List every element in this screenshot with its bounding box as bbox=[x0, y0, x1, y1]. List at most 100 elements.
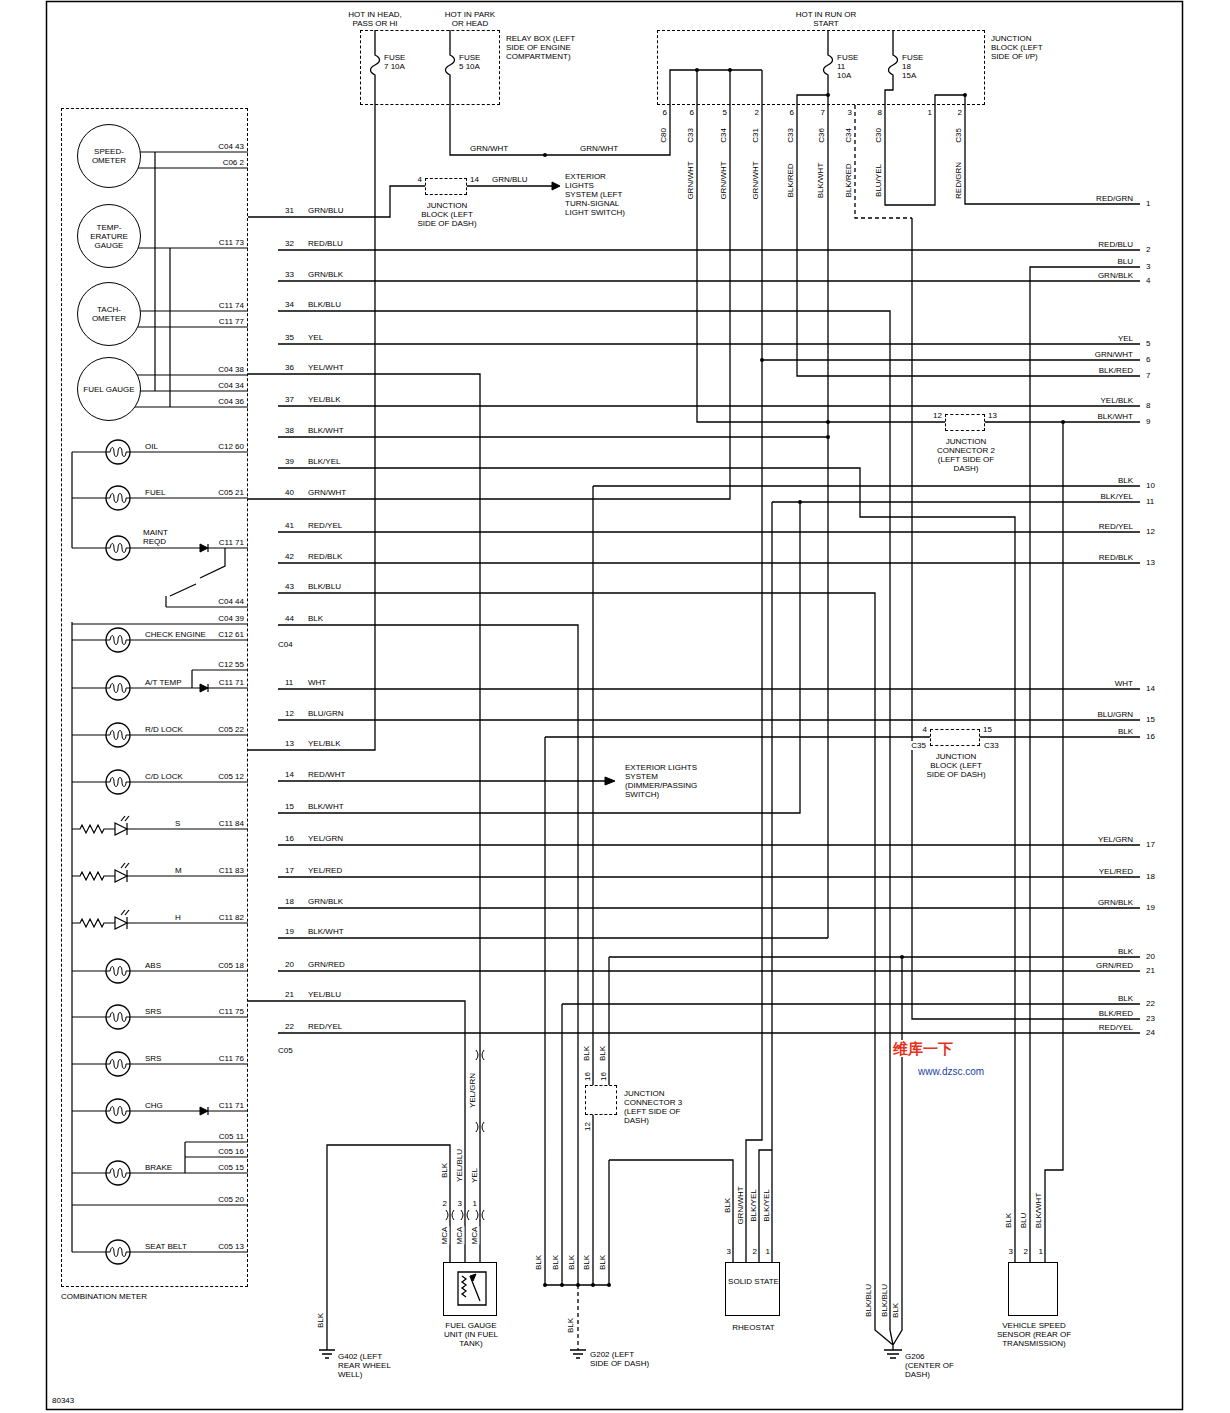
wire-number: 4 bbox=[1146, 276, 1150, 285]
gauge: SPEED-OMETER bbox=[77, 124, 141, 188]
connector-id: C33 bbox=[686, 128, 695, 143]
pin-number: 38 bbox=[285, 426, 294, 435]
system-note: EXTERIOR LIGHTS SYSTEM (DIMMER/PASSING S… bbox=[625, 763, 710, 799]
connector-id: C11 74 bbox=[219, 301, 244, 310]
wire-label: RED/BLK bbox=[308, 552, 342, 561]
power-note: HOT IN RUN OR START bbox=[790, 10, 862, 28]
wire-label: BLK/RED bbox=[1099, 1009, 1133, 1018]
wire-label: RED/BLK bbox=[1099, 553, 1133, 562]
pin-number: 6 bbox=[790, 108, 794, 117]
junction-block: JUNCTION BLOCK (LEFT SIDE OF DASH) bbox=[425, 178, 467, 195]
node-label: TACH-OMETER bbox=[81, 305, 137, 323]
pin-number: 34 bbox=[285, 300, 294, 309]
gauge: FUEL GAUGE bbox=[77, 357, 141, 421]
wire-label: GRN/WHT bbox=[1095, 350, 1133, 359]
pin-number: 14 bbox=[470, 175, 479, 184]
relay-box: FUSE 7 10AFUSE 5 10ARELAY BOX (LEFT SIDE… bbox=[360, 30, 500, 105]
node-label: SOLID STATE bbox=[728, 1277, 779, 1286]
connector-id: C04 43 bbox=[218, 142, 244, 151]
node-label: FUSE 5 10A bbox=[459, 53, 481, 71]
connector-id: C04 44 bbox=[218, 597, 244, 606]
lamp-symbol bbox=[106, 1161, 130, 1185]
frame bbox=[47, 2, 1183, 1410]
connector-id: C05 12 bbox=[218, 772, 244, 781]
connector-id: C35 bbox=[911, 741, 926, 750]
wire-label: RED/BLU bbox=[308, 239, 343, 248]
wire-number: 19 bbox=[1146, 903, 1155, 912]
wire-label: GRN/RED bbox=[308, 960, 345, 969]
wire-label: BLK/YEL bbox=[749, 1189, 758, 1221]
lamp-symbol bbox=[106, 440, 130, 464]
wire-label: GRN/BLK bbox=[1098, 898, 1133, 907]
connector-id: C12 61 bbox=[218, 630, 244, 639]
lamp-name: S bbox=[175, 819, 180, 828]
wire-label: BLK/BLU bbox=[880, 1284, 889, 1317]
pin-number: 31 bbox=[285, 206, 294, 215]
lamp-name: FUEL bbox=[145, 488, 165, 497]
fuel-gauge-unit: FUEL GAUGE UNIT (IN FUEL TANK) bbox=[443, 1262, 497, 1316]
lamp-name: M bbox=[175, 866, 182, 875]
wire-number: 12 bbox=[1146, 527, 1155, 536]
wire-label: RED/YEL bbox=[308, 1022, 342, 1031]
wire-number: 7 bbox=[1146, 371, 1150, 380]
wire-label: BLK/BLU bbox=[308, 582, 341, 591]
node-label: FUSE 18 15A bbox=[902, 53, 924, 80]
wire-label: YEL/GRN bbox=[469, 1072, 478, 1107]
pin-number: 40 bbox=[285, 488, 294, 497]
wire-label: BLK bbox=[317, 1312, 326, 1327]
wire bbox=[985, 422, 1063, 1262]
pin-number: 2 bbox=[755, 108, 759, 117]
wire bbox=[248, 1001, 465, 1262]
connector-id: C05 bbox=[278, 1046, 293, 1055]
node-label: TEMP-ERATURE GAUGE bbox=[81, 223, 137, 250]
pin-number: 11 bbox=[285, 678, 293, 687]
wire-label: GRN/RED bbox=[1096, 961, 1133, 970]
wire-label: YEL/GRN bbox=[308, 834, 343, 843]
gauge: TACH-OMETER bbox=[77, 282, 141, 346]
connector-id: C04 34 bbox=[218, 381, 244, 390]
wire-label: BLK/RED bbox=[843, 163, 852, 197]
node-label: JUNCTION BLOCK (LEFT SIDE OF DASH) bbox=[416, 201, 478, 228]
wire-label: YEL/BLU bbox=[455, 1149, 464, 1182]
pin-number: 5 bbox=[723, 108, 727, 117]
pin-number: 42 bbox=[285, 552, 294, 561]
connector-id: C36 bbox=[817, 128, 826, 143]
lamp-name: SRS bbox=[145, 1054, 161, 1063]
wire-number: 15 bbox=[1146, 715, 1155, 724]
wire-label: YEL/RED bbox=[308, 866, 342, 875]
pin-number: 2 bbox=[958, 108, 962, 117]
connector-id: C11 73 bbox=[219, 238, 244, 247]
connector-id: C04 bbox=[278, 640, 293, 649]
node-label: FUEL GAUGE UNIT (IN FUEL TANK) bbox=[439, 1321, 503, 1348]
connector-id: C05 15 bbox=[218, 1163, 244, 1172]
pin-number: 4 bbox=[923, 725, 927, 734]
node-label: COMBINATION METER bbox=[61, 1292, 147, 1301]
wire-number: 8 bbox=[1146, 401, 1150, 410]
wire-label: BLK bbox=[1118, 727, 1133, 736]
connector-id: C30 bbox=[874, 128, 883, 143]
lamp-name: ABS bbox=[145, 961, 161, 970]
wire-label: BLK/YEL bbox=[762, 1189, 771, 1221]
lamp-name: OIL bbox=[145, 442, 158, 451]
lamp-name: MAINT REQD bbox=[143, 528, 181, 546]
wire-label: GRN/WHT bbox=[308, 488, 346, 497]
connector-id: C35 bbox=[954, 128, 963, 143]
wire-label: BLK bbox=[1118, 947, 1133, 956]
wire-label: YEL bbox=[470, 1167, 479, 1182]
pin-number: 1 bbox=[928, 108, 932, 117]
led-symbol bbox=[72, 816, 248, 835]
wire-label: BLU/GRN bbox=[308, 709, 344, 718]
wire-label: YEL/GRN bbox=[1098, 835, 1133, 844]
connector-id: C11 84 bbox=[219, 819, 244, 828]
pin-number: 16 bbox=[599, 1072, 608, 1081]
pin-number: 32 bbox=[285, 239, 294, 248]
wire-label: YEL/BLK bbox=[308, 395, 340, 404]
pin-number: 2 bbox=[1024, 1247, 1028, 1256]
wire-label: BLU bbox=[1117, 257, 1133, 266]
wire-label: BLK/YEL bbox=[1101, 492, 1133, 501]
system-note: EXTERIOR LIGHTS SYSTEM (LEFT TURN-SIGNAL… bbox=[565, 172, 627, 217]
connector-id: C33 bbox=[984, 741, 999, 750]
wire-label: BLK/RED bbox=[785, 163, 794, 197]
node-label: JUNCTION BLOCK (LEFT SIDE OF I/P) bbox=[991, 34, 1057, 61]
wire-label: GRN/WHT bbox=[751, 161, 760, 199]
